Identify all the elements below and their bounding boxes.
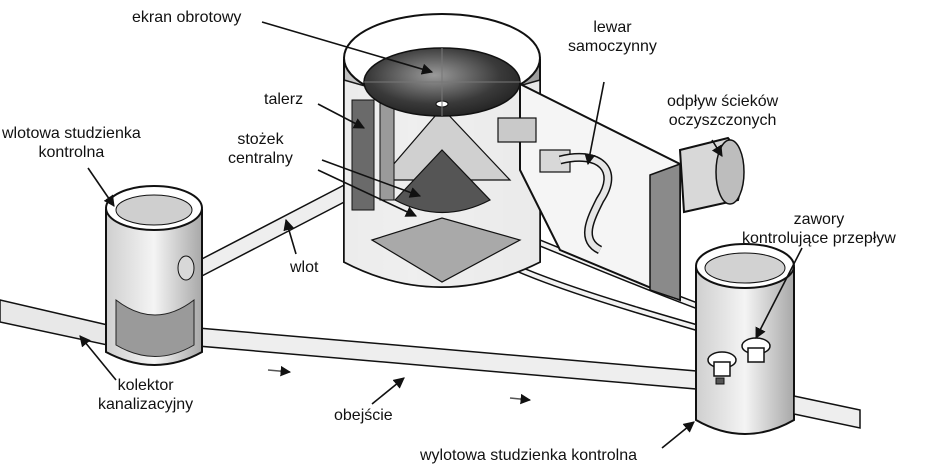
label-odplyw-line1: odpływ ścieków: [667, 92, 778, 111]
flow-arrows: [268, 370, 530, 400]
label-stozek-centralny: stożek centralny: [228, 130, 293, 168]
label-lewar-samoczynny: lewar samoczynny: [568, 18, 657, 56]
label-wlotowa-studzienka: wlotowa studzienka kontrolna: [2, 124, 141, 162]
label-kolektor-line1: kolektor: [98, 376, 193, 395]
label-obejscie-text: obejście: [334, 406, 393, 425]
sewer-collector-pipe: [0, 300, 112, 346]
inlet-pipe: [196, 182, 352, 278]
label-zawory-line2: kontrolujące przepływ: [742, 229, 896, 248]
label-ekran-obrotowy: ekran obrotowy: [132, 8, 241, 27]
label-kolektor-line2: kanalizacyjny: [98, 395, 193, 414]
label-wlot: wlot: [290, 258, 318, 277]
outlet-manhole: [696, 244, 860, 434]
label-wylotowa-studzienka: wylotowa studzienka kontrolna: [420, 446, 637, 465]
label-stozek-line1: stożek: [228, 130, 293, 149]
label-stozek-line2: centralny: [228, 149, 293, 168]
label-talerz-text: talerz: [264, 90, 303, 109]
label-talerz: talerz: [264, 90, 303, 109]
label-odplyw: odpływ ścieków oczyszczonych: [667, 92, 778, 130]
label-ekran-obrotowy-text: ekran obrotowy: [132, 8, 241, 27]
label-zawory: zawory kontrolujące przepływ: [742, 210, 896, 248]
label-lewar-line2: samoczynny: [568, 37, 657, 56]
bypass-pipe: [198, 328, 708, 390]
label-wlot-text: wlot: [290, 258, 318, 277]
label-wlotowa-line2: kontrolna: [2, 143, 141, 162]
label-wylotowa-text: wylotowa studzienka kontrolna: [420, 446, 637, 465]
label-wlotowa-line1: wlotowa studzienka: [2, 124, 141, 143]
label-zawory-line1: zawory: [742, 210, 896, 229]
inlet-manhole: [106, 186, 202, 365]
label-lewar-line1: lewar: [568, 18, 657, 37]
label-kolektor: kolektor kanalizacyjny: [98, 376, 193, 414]
label-odplyw-line2: oczyszczonych: [667, 111, 778, 130]
label-obejscie: obejście: [334, 406, 393, 425]
